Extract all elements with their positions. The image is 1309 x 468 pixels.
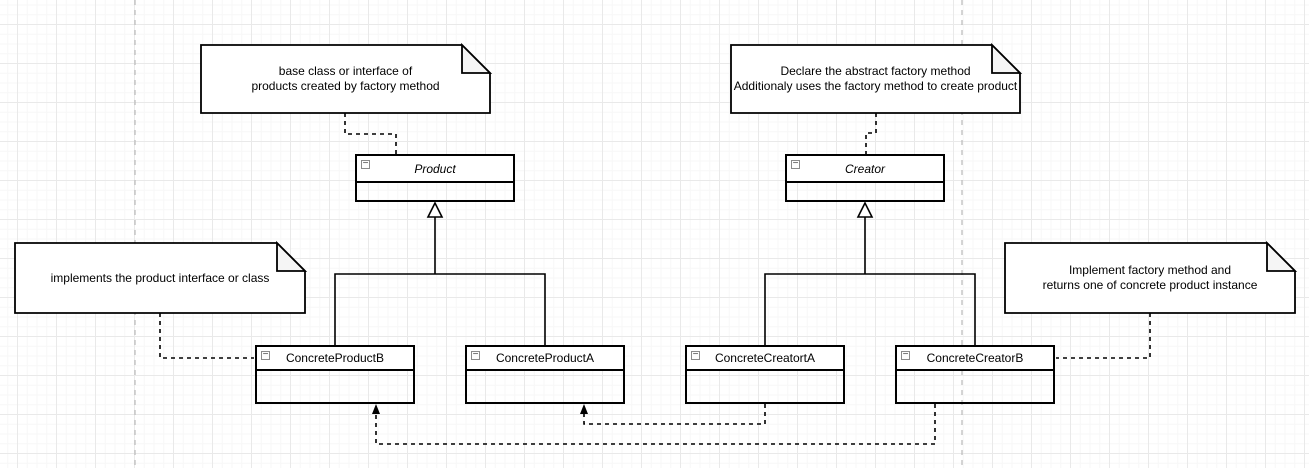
note-product-text: base class or interface of products crea…	[251, 64, 440, 93]
edge-dependency-creatorA-productA[interactable]	[583, 404, 766, 425]
dependency-arrowhead-productB-icon	[372, 404, 380, 414]
class-name-creator: Creator	[844, 161, 885, 176]
class-box-concrete-product-b[interactable]: − ConcreteProductB	[255, 345, 415, 404]
class-box-concrete-product-a[interactable]: − ConcreteProductA	[465, 345, 625, 404]
note-concrete-product-text: implements the product interface or clas…	[50, 270, 270, 285]
dependency-arrowhead-productA-icon	[580, 404, 588, 414]
collapse-icon[interactable]: −	[901, 351, 910, 360]
class-header-creator[interactable]: − Creator	[787, 156, 943, 183]
note-creator: Declare the abstract factory method Addi…	[731, 45, 1020, 113]
edge-dependency-creatorB-productB[interactable]	[375, 404, 936, 445]
class-header-concrete-creator-b[interactable]: − ConcreteCreatorB	[897, 347, 1053, 371]
collapse-icon[interactable]: −	[791, 160, 800, 169]
edge-note-link-concrete-creator[interactable]	[1056, 313, 1151, 359]
note-concrete-creator-text: Implement factory method and returns one…	[1042, 263, 1258, 292]
edge-note-link-creator[interactable]	[865, 113, 877, 154]
inheritance-arrowhead-creator-icon	[856, 201, 874, 218]
class-header-product[interactable]: − Product	[357, 156, 513, 183]
note-shape-concrete-product[interactable]	[14, 240, 308, 314]
note-shape-product[interactable]	[200, 42, 493, 114]
class-name-product: Product	[414, 161, 456, 176]
class-header-concrete-creator-a[interactable]: − ConcreteCreatortA	[687, 347, 843, 371]
note-shape-creator[interactable]	[730, 42, 1023, 114]
class-name-concrete-product-b: ConcreteProductB	[285, 351, 385, 365]
note-product: base class or interface of products crea…	[201, 45, 490, 113]
note-concrete-creator: Implement factory method and returns one…	[1005, 243, 1295, 313]
collapse-icon[interactable]: −	[691, 351, 700, 360]
collapse-icon[interactable]: −	[471, 351, 480, 360]
edge-note-link-product[interactable]	[344, 113, 397, 154]
class-name-concrete-product-a: ConcreteProductA	[495, 351, 595, 365]
class-header-concrete-product-a[interactable]: − ConcreteProductA	[467, 347, 623, 371]
class-name-concrete-creator-a: ConcreteCreatortA	[714, 351, 816, 365]
class-box-product[interactable]: − Product	[355, 154, 515, 202]
class-name-concrete-creator-b: ConcreteCreatorB	[926, 351, 1024, 365]
class-box-concrete-creator-b[interactable]: − ConcreteCreatorB	[895, 345, 1055, 404]
inheritance-arrowhead-product-icon	[426, 201, 444, 218]
note-concrete-product: implements the product interface or clas…	[15, 243, 305, 313]
note-shape-concrete-creator[interactable]	[1004, 240, 1298, 314]
collapse-icon[interactable]: −	[261, 351, 270, 360]
collapse-icon[interactable]: −	[361, 160, 370, 169]
edge-note-link-concrete-product[interactable]	[159, 313, 254, 359]
edge-inheritance-products[interactable]	[334, 217, 546, 345]
class-header-concrete-product-b[interactable]: − ConcreteProductB	[257, 347, 413, 371]
class-box-concrete-creator-a[interactable]: − ConcreteCreatortA	[685, 345, 845, 404]
class-box-creator[interactable]: − Creator	[785, 154, 945, 202]
note-creator-text: Declare the abstract factory method Addi…	[733, 64, 1018, 93]
edge-inheritance-creators[interactable]	[764, 217, 976, 345]
